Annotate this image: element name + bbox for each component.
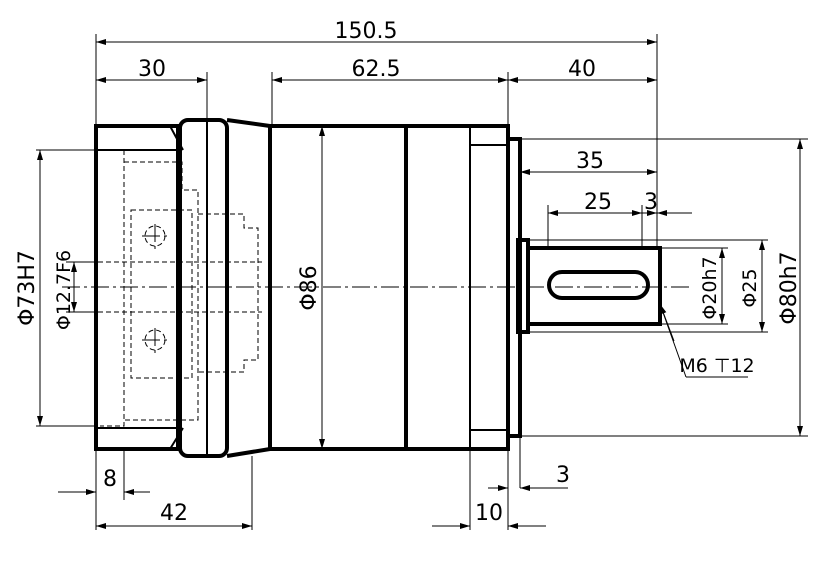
dim-input-bore: Φ12.7F6 — [53, 250, 75, 330]
dim-flange-length: 30 — [138, 57, 166, 82]
dim-pilot-dia: Φ80h7 — [777, 251, 802, 324]
centerlines — [62, 224, 690, 354]
dim-body-dia: Φ86 — [297, 265, 322, 310]
dim-overall-length: 150.5 — [335, 19, 398, 44]
dim-tap-thread: M6 ⊤12 — [679, 355, 754, 377]
dim-body-length: 62.5 — [352, 57, 401, 82]
dim-bottom-42: 42 — [160, 501, 188, 526]
dim-bottom-8: 8 — [103, 467, 117, 492]
dim-bottom-10: 10 — [475, 501, 503, 526]
dim-shaft-to-key-end: 35 — [576, 149, 604, 174]
extension-lines — [36, 34, 808, 530]
dim-shaft-shoulder-dia: Φ25 — [739, 268, 761, 307]
dimension-lines — [37, 39, 803, 529]
hidden-lines — [74, 149, 262, 427]
dim-key-length: 25 — [584, 190, 612, 215]
dim-shaft-length: 40 — [568, 57, 596, 82]
dim-bottom-3: 3 — [556, 463, 570, 488]
dim-key-offset: 3 — [644, 190, 658, 215]
dim-inner-dia: Φ73H7 — [15, 250, 40, 326]
dimension-labels: 150.5 30 62.5 40 35 25 3 Φ73H7 Φ12.7F6 Φ… — [15, 19, 802, 526]
dim-shaft-dia: Φ20h7 — [699, 256, 721, 319]
